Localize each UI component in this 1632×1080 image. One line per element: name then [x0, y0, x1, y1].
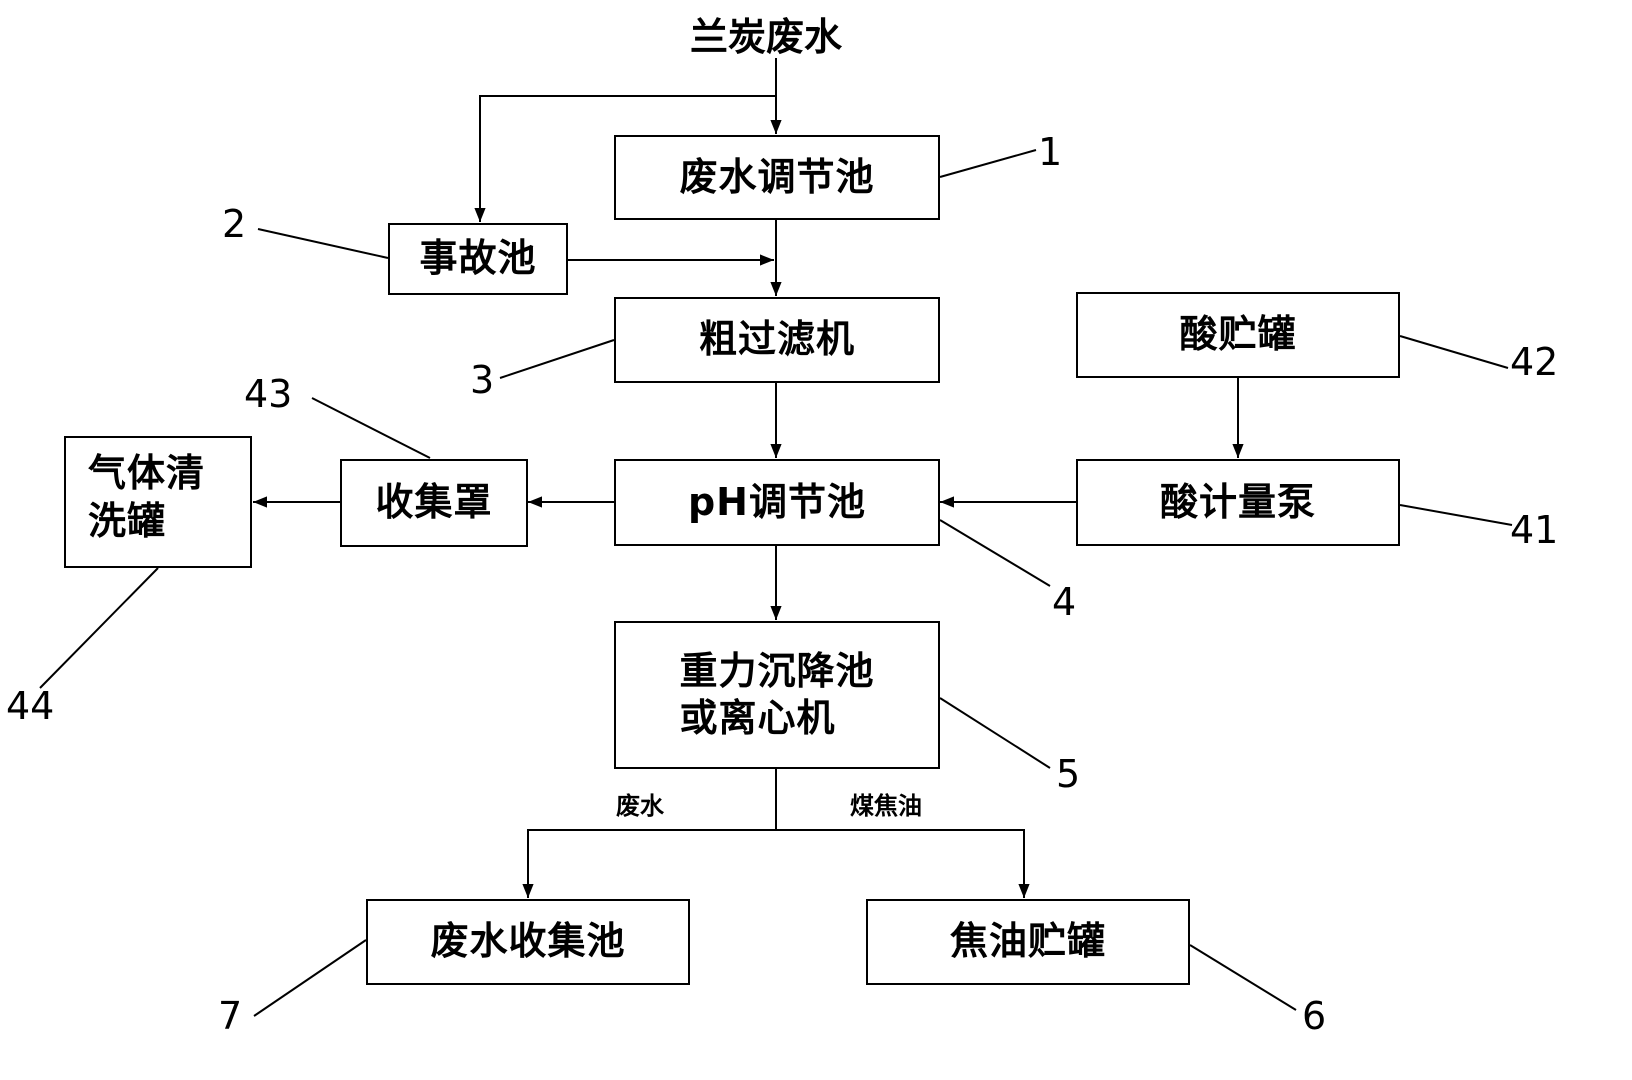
ref-number-7: 7: [218, 994, 243, 1038]
wastewater-collection-box: 废水收集池: [366, 899, 690, 985]
leader-2: [257, 228, 389, 259]
ph-tank-label: pH调节池: [687, 479, 866, 524]
ref-number-44: 44: [6, 684, 55, 728]
collection-hood-box: 收集罩: [340, 459, 528, 547]
settling-tank-label: 重力沉降池 或离心机: [679, 648, 875, 741]
flow-source-to-accident: [474, 95, 776, 222]
acid-storage-label: 酸贮罐: [1179, 312, 1297, 357]
tar-storage-label: 焦油贮罐: [949, 919, 1106, 964]
leader-41: [1399, 504, 1513, 526]
accident-tank-box: 事故池: [388, 223, 568, 295]
leader-44: [39, 567, 159, 689]
tar-storage-box: 焦油贮罐: [866, 899, 1190, 985]
ref-number-6: 6: [1302, 994, 1327, 1038]
ref-number-43: 43: [244, 372, 293, 416]
leader-5: [939, 697, 1051, 769]
ref-number-42: 42: [1510, 340, 1559, 384]
collection-hood-label: 收集罩: [375, 480, 493, 525]
accident-tank-label: 事故池: [419, 236, 537, 281]
ref-number-2: 2: [222, 202, 247, 246]
wastewater-collection-label: 废水收集池: [430, 919, 626, 964]
branch-label-coal-tar: 煤焦油: [850, 792, 922, 820]
coarse-filter-box: 粗过滤机: [614, 297, 940, 383]
flow-to-wastewater-collection: [522, 829, 776, 898]
ref-number-41: 41: [1510, 508, 1559, 552]
flow-to-tar-storage: [776, 829, 1030, 898]
regulating-tank-label: 废水调节池: [679, 154, 875, 199]
ref-number-3: 3: [470, 358, 495, 402]
coarse-filter-label: 粗过滤机: [698, 317, 855, 362]
leader-7: [253, 939, 367, 1017]
settling-tank-box: 重力沉降池 或离心机: [614, 621, 940, 769]
acid-pump-label: 酸计量泵: [1159, 479, 1316, 524]
leader-3: [499, 339, 615, 379]
leader-1: [939, 149, 1037, 178]
gas-washing-tank-label: 气体清 洗罐: [88, 451, 206, 543]
branch-label-wastewater: 废水: [616, 792, 664, 820]
acid-pump-box: 酸计量泵: [1076, 459, 1400, 546]
source-label: 兰炭废水: [690, 15, 843, 59]
ref-number-4: 4: [1052, 580, 1077, 624]
leader-43: [311, 397, 431, 459]
leader-6: [1189, 944, 1297, 1011]
ref-number-1: 1: [1038, 130, 1063, 174]
leader-42: [1399, 335, 1509, 369]
acid-storage-box: 酸贮罐: [1076, 292, 1400, 378]
ref-number-5: 5: [1056, 752, 1081, 796]
flow-diagram: [39, 58, 1513, 1017]
regulating-tank-box: 废水调节池: [614, 135, 940, 220]
leader-4: [939, 519, 1051, 587]
ph-tank-box: pH调节池: [614, 459, 940, 546]
gas-washing-tank-box: 气体清 洗罐: [64, 436, 252, 568]
